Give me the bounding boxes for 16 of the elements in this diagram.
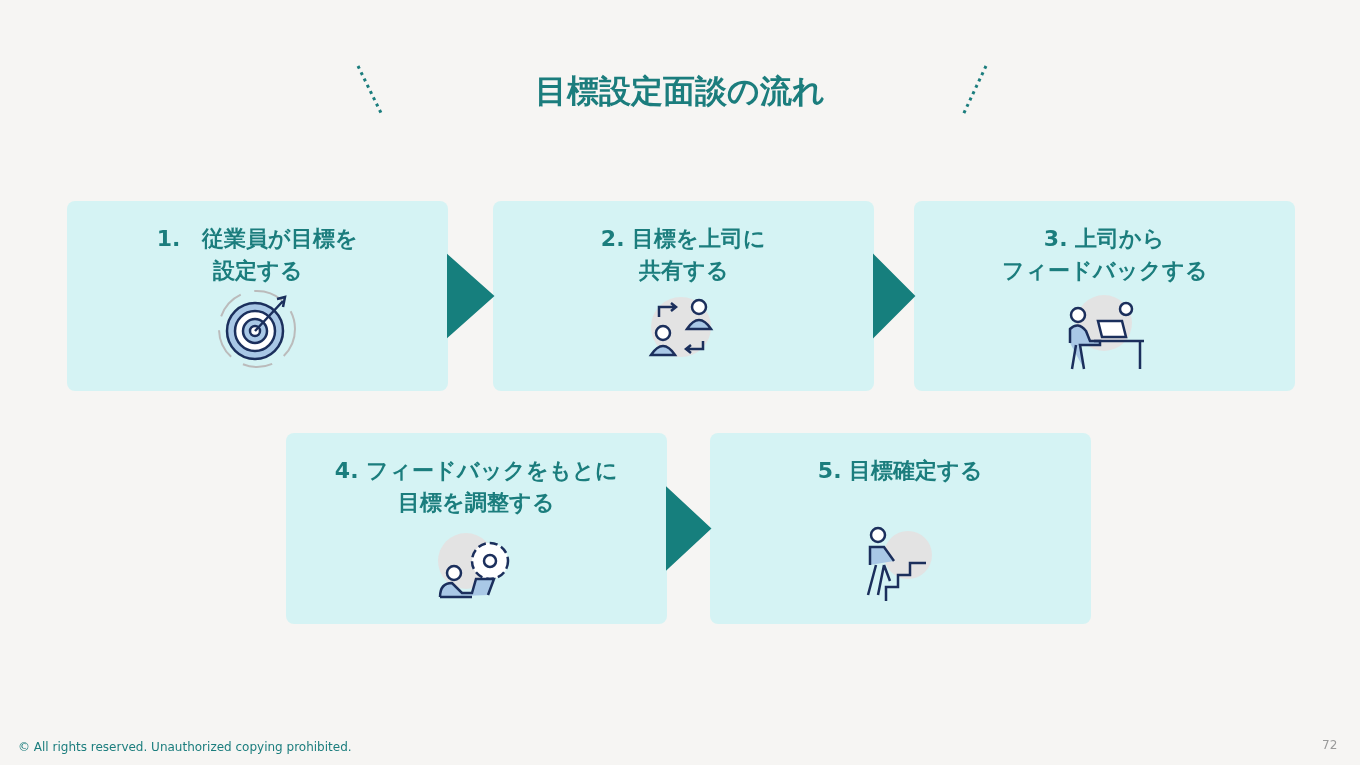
step-text: 5. 目標確定する xyxy=(816,457,985,485)
step-text: 2. 目標を上司に共有する xyxy=(599,225,768,285)
step-box xyxy=(286,433,667,624)
chevron-arrow xyxy=(447,253,495,339)
step-box xyxy=(67,201,448,391)
step-text: 3. 上司からフィードバックする xyxy=(1000,225,1209,285)
chevron-arrow xyxy=(666,486,712,571)
step-box xyxy=(914,201,1295,391)
step-box xyxy=(710,433,1091,624)
step-text: 4. フィードバックをもとに目標を調整する xyxy=(333,457,620,517)
step-box xyxy=(493,201,874,391)
copyright-notice: © All rights reserved. Unauthorized copying prohibited. xyxy=(18,740,352,754)
page-number: 72 xyxy=(1322,738,1338,752)
chevron-arrow xyxy=(873,253,916,339)
step-text: 1. 従業員が目標を設定する xyxy=(155,225,360,285)
title: 目標設定面談の流れ xyxy=(534,71,826,112)
